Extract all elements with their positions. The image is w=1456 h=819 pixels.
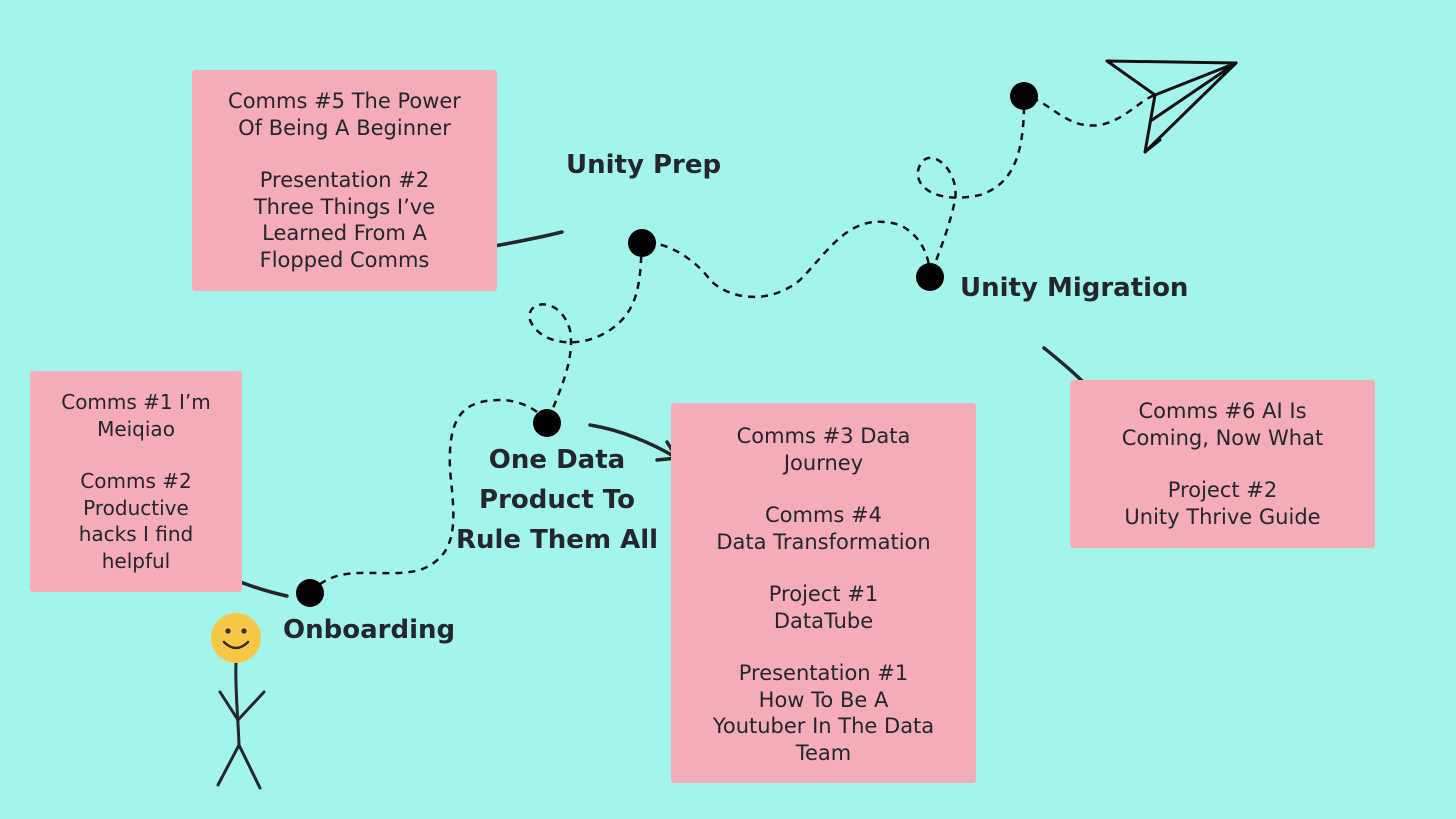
smiley-face-icon xyxy=(211,613,261,663)
milestone-label-unity-migration: Unity Migration xyxy=(960,273,1189,303)
stick-figure-icon xyxy=(216,661,266,790)
paper-plane-icon xyxy=(1105,59,1238,154)
note-item: Project #2 Unity Thrive Guide xyxy=(1124,478,1321,529)
dashed-journey-path xyxy=(309,93,1156,594)
arrow-one-data xyxy=(588,423,679,460)
note-unity-prep: Comms #5 The Power Of Being A Beginner P… xyxy=(192,70,497,291)
milestone-dot-unity-migration xyxy=(916,263,944,291)
note-item: Comms #6 AI Is Coming, Now What xyxy=(1121,399,1324,450)
milestone-dot-one-data xyxy=(533,409,561,437)
milestone-label-unity-prep: Unity Prep xyxy=(566,150,722,180)
note-item: Comms #5 The Power Of Being A Beginner xyxy=(228,89,461,140)
milestone-label-onboarding: Onboarding xyxy=(283,615,456,645)
note-item: Presentation #1 How To Be A Youtuber In … xyxy=(712,661,935,765)
note-one-data: Comms #3 Data Journey Comms #4 Data Tran… xyxy=(671,403,976,783)
note-item: Comms #2 Productive hacks I find helpful xyxy=(78,469,194,573)
note-item: Comms #1 I’m Meiqiao xyxy=(61,390,211,441)
note-item: Project #1 DataTube xyxy=(768,582,879,633)
note-item: Presentation #2 Three Things I’ve Learne… xyxy=(253,168,436,272)
milestone-dot-end xyxy=(1010,82,1038,110)
milestone-label-one-data: One Data Product To Rule Them All xyxy=(455,445,659,555)
milestone-dot-onboarding xyxy=(296,579,324,607)
note-item: Comms #3 Data Journey xyxy=(736,424,911,475)
note-item: Comms #4 Data Transformation xyxy=(716,503,931,554)
milestone-dot-unity-prep xyxy=(628,229,656,257)
note-unity-migration: Comms #6 AI Is Coming, Now What Project … xyxy=(1070,380,1375,548)
note-onboarding: Comms #1 I’m Meiqiao Comms #2 Productive… xyxy=(30,371,242,592)
